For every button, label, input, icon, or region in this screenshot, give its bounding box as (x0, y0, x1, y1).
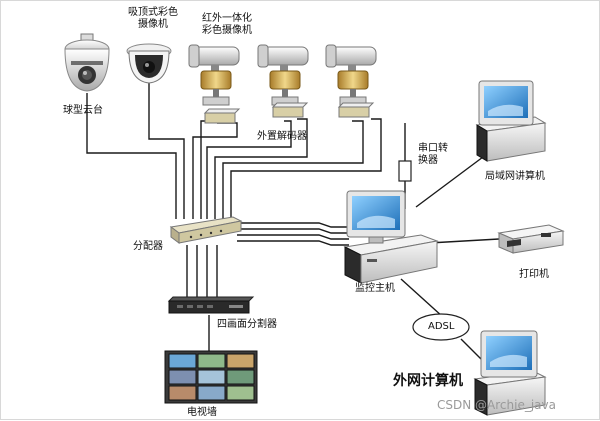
lan-computer-icon (475, 80, 547, 162)
decoder-2-icon (271, 102, 309, 118)
printer-icon (497, 224, 565, 254)
tv-screen-cell (168, 353, 197, 369)
dome-ptz-camera-icon (64, 33, 110, 92)
wire-dome-cam (148, 83, 185, 219)
decoder-label: 外置解码器 (257, 131, 307, 142)
tv-wall-icon (164, 350, 258, 404)
wire-adsl (400, 278, 484, 362)
distributor-label: 分配器 (133, 241, 163, 252)
tv-screen-cell (168, 385, 197, 401)
dome-ptz-label: 球型云台 (63, 105, 103, 116)
dome-camera-label: 吸顶式彩色 摄像机 (125, 7, 181, 31)
ir-camera-3-icon (325, 44, 377, 106)
watermark-text: CSDN @Archie_java (437, 398, 556, 412)
adsl-label: ADSL (428, 321, 455, 332)
tv-screen-cell (197, 369, 226, 385)
ir-camera-1-icon (188, 44, 240, 106)
lan-computer-label: 局域网讲算机 (485, 171, 545, 182)
decoder-3-icon (337, 102, 375, 118)
tv-screen-cell (197, 353, 226, 369)
tv-screen-cell (197, 385, 226, 401)
tv-screen-cell (226, 353, 255, 369)
ir-camera-2-icon (257, 44, 309, 106)
quad-splitter-label: 四画面分割器 (217, 319, 277, 330)
ceiling-dome-camera-icon (126, 43, 172, 84)
printer-label: 打印机 (519, 269, 549, 280)
ir-camera-label-line2: 彩色摄像机 (202, 25, 252, 36)
tv-screen-cell (226, 385, 255, 401)
ir-camera-label-line1: 红外一体化 (202, 13, 252, 24)
external-computer-icon (473, 330, 547, 416)
wire-printer (428, 238, 500, 244)
monitor-host-computer-icon (343, 190, 439, 284)
decoder-1-icon (203, 108, 241, 124)
wire-ptz (86, 93, 177, 219)
monitor-host-label: 监控主机 (355, 283, 395, 294)
serial-converter-label: 串口转 换器 (418, 143, 448, 167)
dome-camera-label-line1: 吸顶式彩色 (128, 7, 178, 18)
dome-camera-label-line2: 摄像机 (138, 19, 168, 30)
tv-screen-cell (226, 369, 255, 385)
external-computer-label: 外网计算机 (393, 373, 463, 389)
distributor-icon (169, 216, 243, 244)
ir-camera-label: 红外一体化 彩色摄像机 (197, 13, 257, 37)
tv-wall-label: 电视墙 (187, 407, 217, 418)
adsl-bubble (412, 313, 470, 341)
quad-splitter-icon (167, 296, 255, 314)
serial-converter-label-line1: 串口转 (418, 143, 448, 154)
wire-dist-host (237, 222, 349, 228)
wire-lan (415, 156, 484, 208)
tv-screen-cell (168, 369, 197, 385)
serial-converter-icon (398, 160, 412, 182)
serial-converter-label-line2: 换器 (418, 155, 438, 166)
